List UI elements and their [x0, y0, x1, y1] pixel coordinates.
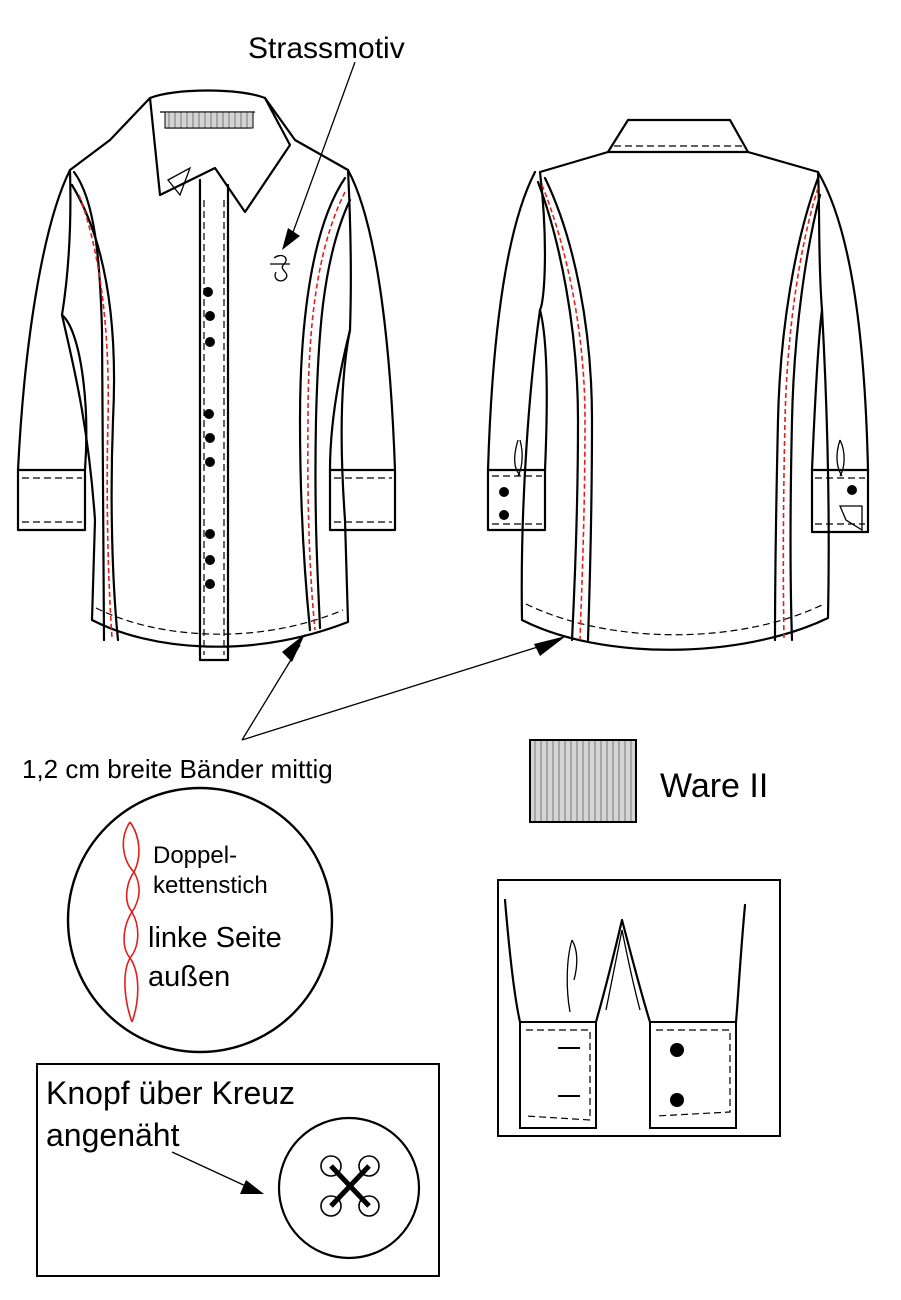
button-text-2: angenäht	[46, 1117, 180, 1153]
stitch-text-4: außen	[148, 961, 230, 993]
fabric-swatch	[529, 739, 637, 823]
rhinestone-motif-label: Strassmotiv	[248, 32, 405, 65]
stitch-text-3: linke Seite	[148, 922, 282, 954]
chain-stitch-icon	[122, 821, 140, 1023]
ribbon-pointers	[241, 634, 566, 741]
button-detail: Knopf über Kreuz angenäht	[36, 1063, 440, 1277]
button-text-1: Knopf über Kreuz	[46, 1075, 295, 1111]
cross-stitched-button-icon	[277, 1116, 421, 1260]
cuff-detail	[497, 879, 781, 1137]
front-buttons	[203, 287, 215, 589]
shirt-back-view	[486, 118, 870, 651]
fabric-label: Ware II	[660, 767, 768, 805]
stitch-text-1: Doppel-	[153, 842, 237, 869]
chain-stitch-detail: Doppel- kettenstich linke Seite außen	[66, 786, 334, 1054]
stitch-text-2: kettenstich	[153, 872, 268, 899]
rhinestone-motif-icon	[270, 254, 290, 282]
shirt-front-view	[16, 61, 397, 662]
ribbon-label: 1,2 cm breite Bänder mittig	[22, 754, 333, 784]
